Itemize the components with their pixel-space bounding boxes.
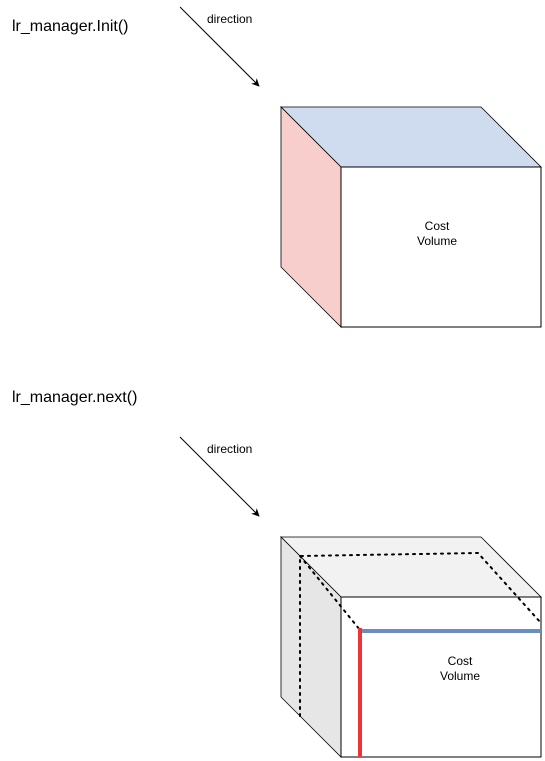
section-init: lr_manager.Init() direction Cost Volume — [12, 6, 542, 328]
cube-label-line2-init: Volume — [417, 234, 457, 248]
section-next: lr_manager.next() direction Cost Volume — [12, 389, 542, 758]
direction-arrow-next — [179, 436, 260, 517]
cube-front-face-next — [340, 596, 542, 758]
direction-label-init: direction — [207, 12, 252, 26]
cost-volume-cube-init: Cost Volume — [280, 106, 542, 328]
cube-label-line1-init: Cost — [425, 219, 450, 233]
next-slice-dotted-diagonal — [299, 555, 361, 631]
direction-label-next: direction — [207, 442, 252, 456]
direction-arrow-init — [179, 6, 260, 87]
next-slice-dotted-outline — [299, 551, 542, 717]
cube-label-line1-next: Cost — [448, 654, 473, 668]
section-title-init: lr_manager.Init() — [12, 18, 129, 35]
cube-front-face-init — [340, 166, 542, 328]
cost-volume-cube-next: Cost Volume — [280, 536, 542, 758]
cube-label-line2-next: Volume — [440, 669, 480, 683]
section-title-next: lr_manager.next() — [12, 389, 137, 406]
